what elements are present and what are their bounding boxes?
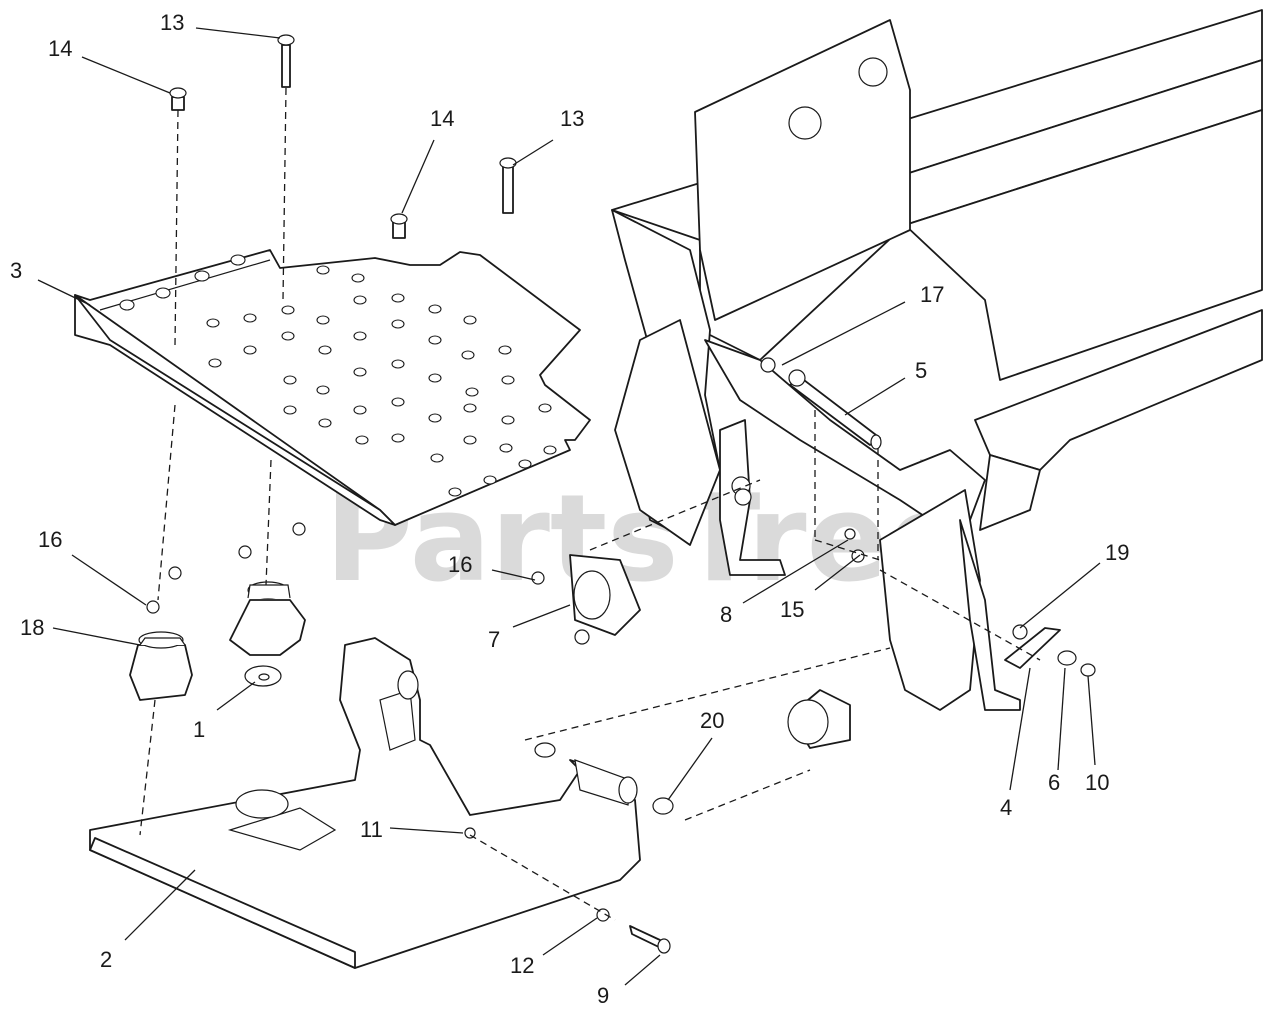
callout-13-top: 13 — [160, 10, 184, 35]
frame-assembly — [611, 9, 1263, 711]
callout-2: 2 — [100, 947, 112, 972]
callout-13-center: 13 — [560, 106, 584, 131]
callout-20: 20 — [700, 708, 724, 733]
callout-3: 3 — [10, 258, 22, 283]
callout-17: 17 — [920, 282, 944, 307]
callout-8: 8 — [720, 602, 732, 627]
callout-11: 11 — [360, 817, 383, 842]
callout-12: 12 — [510, 953, 534, 978]
floor-plate — [74, 249, 591, 526]
callout-6: 6 — [1048, 770, 1060, 795]
callout-9: 9 — [597, 983, 609, 1008]
callout-16-center: 16 — [448, 552, 472, 577]
callout-15: 15 — [780, 597, 804, 622]
callout-10: 10 — [1085, 770, 1109, 795]
floor-bolts — [169, 34, 517, 239]
leader-lines — [37, 27, 1101, 986]
assembly-lines — [139, 87, 1041, 921]
hardware — [464, 528, 1096, 954]
callout-18: 18 — [20, 615, 44, 640]
callout-labels: 13 14 14 13 3 17 5 16 16 18 19 8 15 7 1 … — [10, 10, 1129, 1008]
callout-14-center: 14 — [430, 106, 454, 131]
callout-4: 4 — [1000, 795, 1012, 820]
callout-14-left: 14 — [48, 36, 72, 61]
mounting-frame — [89, 637, 674, 969]
callout-5: 5 — [915, 358, 927, 383]
callout-16-left: 16 — [38, 527, 62, 552]
callout-1: 1 — [193, 717, 205, 742]
callout-7: 7 — [488, 627, 500, 652]
callout-19: 19 — [1105, 540, 1129, 565]
